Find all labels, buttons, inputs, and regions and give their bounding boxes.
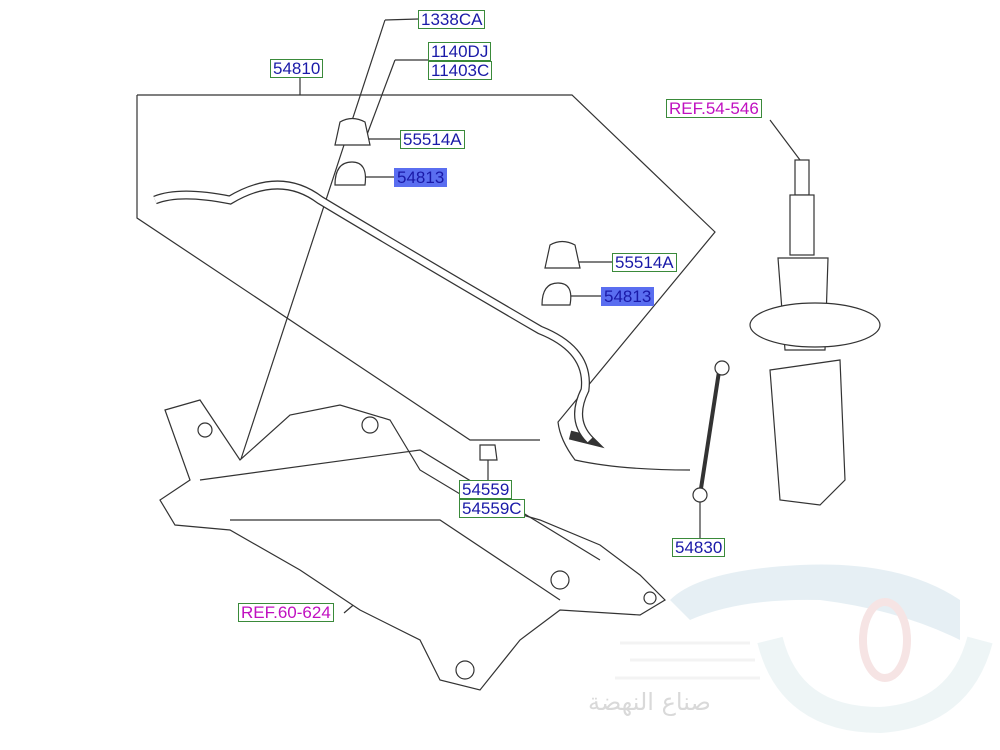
part-label-54813-highlighted[interactable]: 54813 [394,168,448,187]
bushing-54813-1 [334,161,367,186]
part-label-1338ca[interactable]: 1338CA [418,10,486,29]
nut-54559 [479,444,498,461]
watermark-text: صناع النهضة [588,688,711,716]
part-label-55514a[interactable]: 55514A [612,253,677,272]
bushing-54813-2 [541,282,572,306]
watermark-logo [615,564,993,734]
subframe [159,399,666,691]
part-label-55514a[interactable]: 55514A [400,130,465,149]
part-label-1140dj[interactable]: 1140DJ [428,42,492,61]
part-label-54830[interactable]: 54830 [672,538,726,557]
part-label-54559[interactable]: 54559 [459,480,513,499]
bushing-55514a-1 [334,117,371,146]
stabilizer-link [698,364,722,496]
ref-label-54-546[interactable]: REF.54-546 [666,99,762,118]
kit-outline [136,94,716,471]
ref-label-60-624[interactable]: REF.60-624 [238,603,334,622]
part-label-54559c[interactable]: 54559C [459,499,525,518]
stabilizer-bar [153,180,605,449]
strut-assembly [749,159,881,506]
part-label-54813-highlighted[interactable]: 54813 [601,287,655,306]
part-label-54810[interactable]: 54810 [270,59,324,78]
part-label-11403c[interactable]: 11403C [428,61,493,80]
bushing-55514a-2 [544,240,581,269]
